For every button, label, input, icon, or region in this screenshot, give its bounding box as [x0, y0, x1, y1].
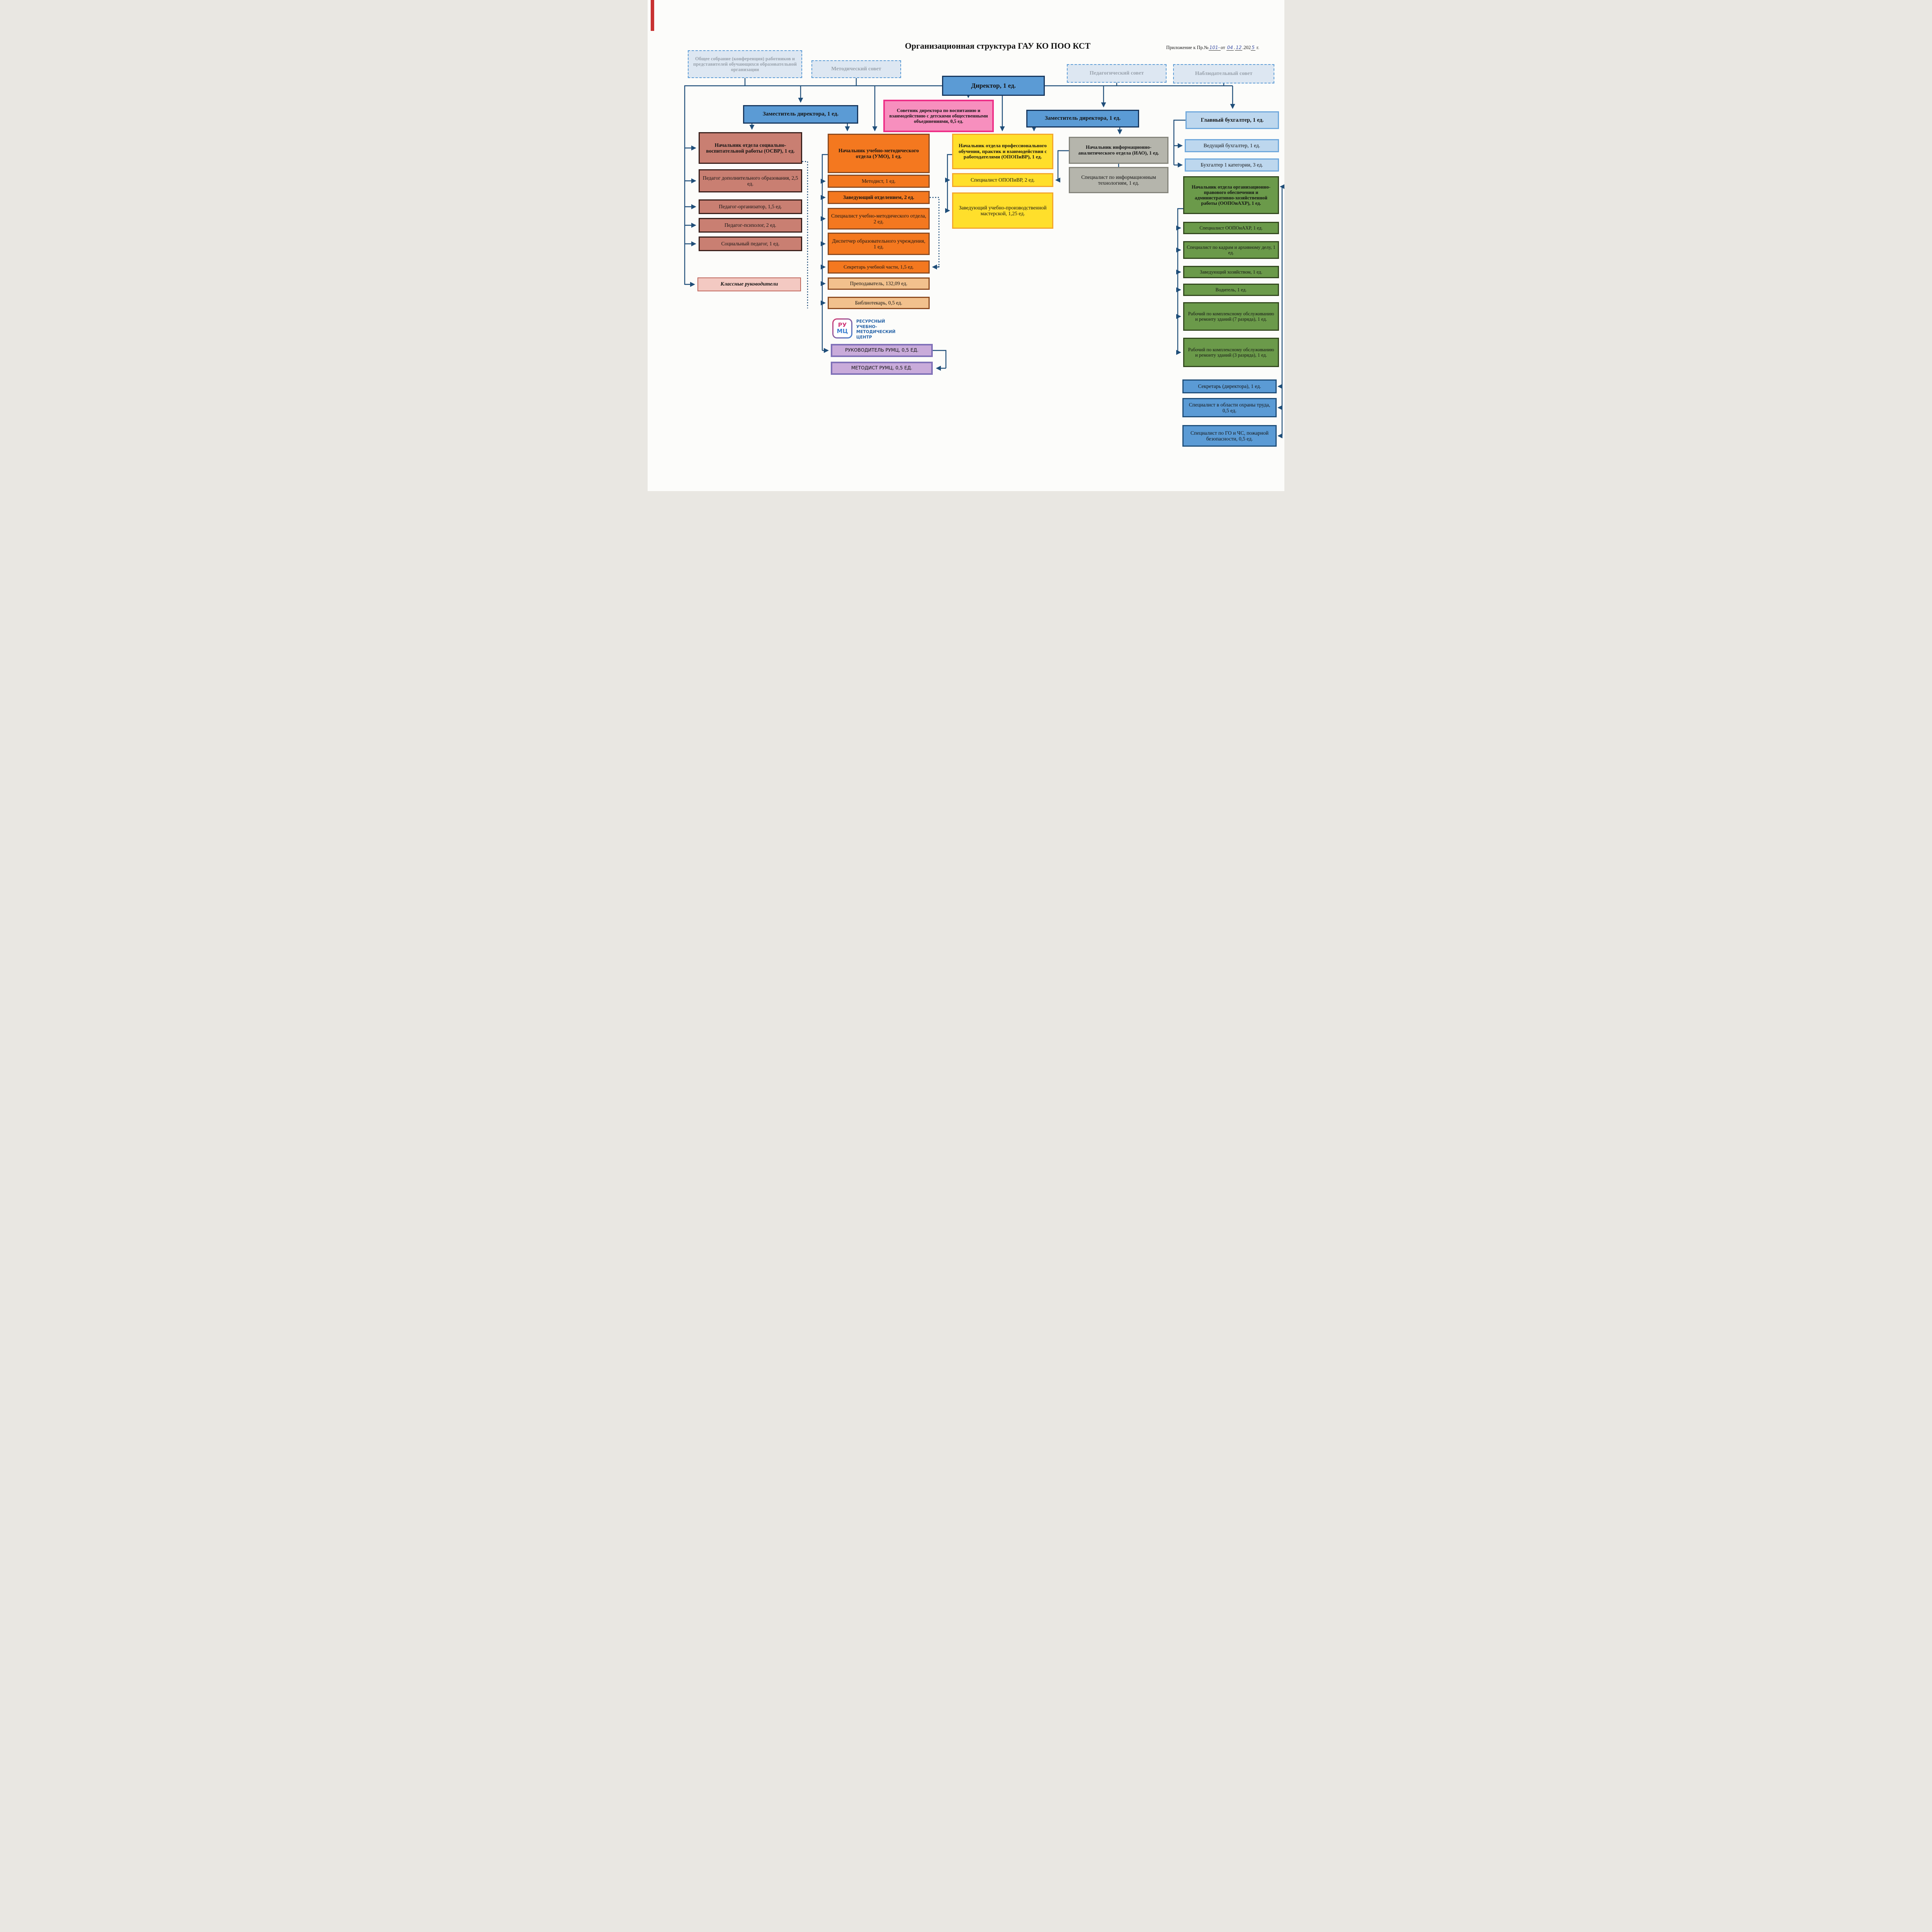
- org-node-pedagog-organizator: Педагог-организатор, 1,5 ед.: [699, 199, 802, 214]
- org-node-chief-accountant: Главный бухгалтер, 1 ед.: [1185, 111, 1279, 129]
- org-node-dispetcher: Диспетчер образовательного учреждения, 1…: [828, 233, 930, 255]
- org-node-specialist-go-chs: Специалист по ГО и ЧС, пожарной безопасн…: [1182, 425, 1277, 447]
- org-node-rabochiy-7-razryada: Рабочий по комплексному обслуживанию и р…: [1183, 302, 1279, 331]
- org-node-bibliotekar: Библиотекарь, 0,5 ед.: [828, 297, 930, 309]
- org-node-sekretar-direktora: Секретарь (директора), 1 ед.: [1182, 379, 1277, 393]
- council-methodical: Методический совет: [811, 60, 901, 78]
- org-node-rumc-head: РУКОВОДИТЕЛЬ РУМЦ, 0,5 ЕД.: [831, 344, 933, 357]
- org-node-klassnye-rukovoditeli: Классные руководители: [697, 277, 801, 291]
- council-supervisory: Наблюдательный совет: [1173, 64, 1274, 83]
- org-node-specialist-umo: Специалист учебно-методического отдела, …: [828, 208, 930, 230]
- org-node-pedagog-psiholog: Педагог-психолог, 2 ед.: [699, 218, 802, 233]
- org-node-director: Директор, 1 ед.: [942, 76, 1045, 96]
- org-node-specialist-opopivr: Специалист ОПОПиВР, 2 ед.: [952, 173, 1053, 187]
- org-node-metodist: Методист, 1 ед.: [828, 175, 930, 188]
- org-node-vedushchiy-buhgalter: Ведущий бухгалтер, 1 ед.: [1185, 139, 1279, 152]
- annotation-suffix: г.: [1255, 45, 1259, 50]
- org-node-sekretar-uchebnoy-chasti: Секретарь учебной части, 1,5 ед.: [828, 260, 930, 274]
- annotation-handwritten-year-digit: 5: [1251, 45, 1255, 51]
- org-node-specialist-oopoiahr: Специалист ООПОиАХР, 1 ед.: [1183, 222, 1279, 234]
- org-node-oopoiahr-head: Начальник отдела организационно-правовог…: [1183, 176, 1279, 214]
- annotation-handwritten-day: 04: [1226, 45, 1234, 51]
- org-node-voditel: Водитель, 1 ед.: [1183, 284, 1279, 296]
- page-title: Организационная структура ГАУ КО ПОО КСТ: [905, 41, 1091, 51]
- org-node-buhgalter-1-kategorii: Бухгалтер 1 категории, 3 ед.: [1185, 158, 1279, 172]
- org-node-iao-head: Начальник информационно-аналитического о…: [1069, 137, 1168, 164]
- rumc-logo-top-text: РУ: [838, 321, 847, 329]
- annotation-handwritten-number: 101-: [1208, 45, 1221, 51]
- rumc-logo-caption: РЕСУРСНЫЙ УЧЕБНО-МЕТОДИЧЕСКИЙ ЦЕНТР: [856, 319, 896, 340]
- annotation-printed-ot: от: [1220, 45, 1225, 50]
- org-node-zav-masterskoy: Заведующий учебно-производственной масте…: [952, 192, 1053, 229]
- org-node-specialist-ohrana-truda: Специалист в области охраны труда, 0,5 е…: [1182, 398, 1277, 417]
- scan-artifact: [651, 0, 654, 31]
- org-chart-page: Организационная структура ГАУ КО ПОО КСТ…: [648, 0, 1284, 491]
- annotation-handwritten-month: 12: [1235, 45, 1243, 51]
- org-node-socialnyj-pedagog: Социальный педагог, 1 ед.: [699, 236, 802, 251]
- org-node-osvr-head: Начальник отдела социально-воспитательно…: [699, 132, 802, 164]
- org-node-specialist-kadry-arhiv: Специалист по кадрам и архивному делу, 1…: [1183, 241, 1279, 259]
- org-node-rabochiy-3-razryada: Рабочий по комплексному обслуживанию и р…: [1183, 338, 1279, 367]
- org-node-pedagog-dop-obrazovaniya: Педагог дополнительного образования, 2,5…: [699, 169, 802, 192]
- rumc-logo-letters: РУ МЦ: [833, 320, 851, 337]
- org-node-specialist-it: Специалист по информационным технологиям…: [1069, 167, 1168, 193]
- annotation-dot: .: [1233, 45, 1235, 50]
- org-node-zav-hozyaystvom: Заведующий хозяйством, 1 ед.: [1183, 266, 1279, 278]
- org-node-prepodavatel: Преподаватель, 132,09 ед.: [828, 277, 930, 290]
- rumc-logo-icon: РУ МЦ: [832, 318, 852, 338]
- org-node-umo-head: Начальник учебно-методического отдела (У…: [828, 134, 930, 173]
- council-pedagogical: Педагогический совет: [1067, 64, 1167, 83]
- org-node-advisor: Советник директора по воспитанию и взаим…: [883, 100, 994, 132]
- org-node-deputy-director-left: Заместитель директора, 1 ед.: [743, 105, 858, 124]
- annotation-printed-prefix: Приложение к Пр.№: [1166, 45, 1209, 50]
- org-node-opopivr-head: Начальник отдела профессионального обуче…: [952, 134, 1053, 169]
- annotation-printed-year: .202: [1242, 45, 1251, 50]
- org-node-deputy-director-right: Заместитель директора, 1 ед.: [1026, 110, 1139, 128]
- org-node-rumc-metodist: МЕТОДИСТ РУМЦ, 0,5 ЕД.: [831, 362, 933, 375]
- org-node-zav-otdeleniem: Заведующий отделением, 2 ед.: [828, 191, 930, 204]
- rumc-logo-bottom-text: МЦ: [837, 328, 848, 335]
- council-general-meeting: Общее собрание (конференция) работников …: [688, 50, 802, 78]
